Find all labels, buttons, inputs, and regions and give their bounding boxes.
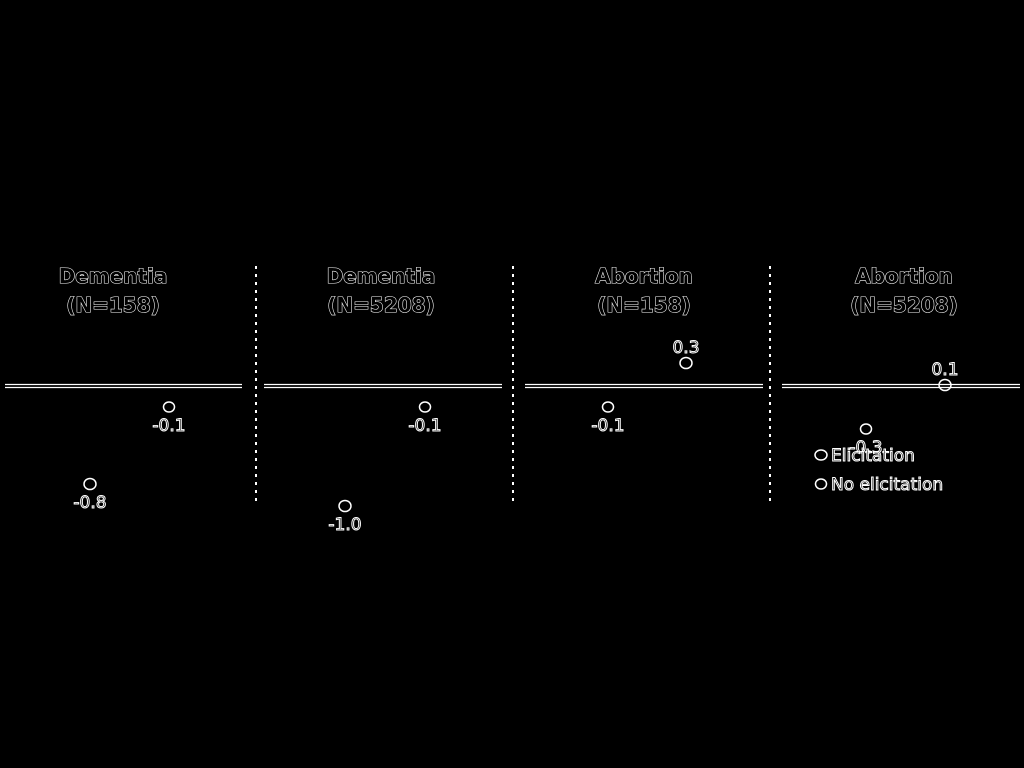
legend-label: Elicitation	[831, 446, 915, 466]
panel-title: Abortion	[595, 264, 693, 288]
legend-marker-elicitation	[814, 449, 828, 461]
point-elicitation	[601, 401, 615, 413]
panel-subtitle: (N=158)	[66, 293, 160, 317]
data-label: -0.1	[591, 416, 624, 436]
point-no-elicitation	[679, 356, 693, 370]
panel-title: Abortion	[855, 264, 953, 288]
data-label: -1.0	[328, 515, 361, 535]
point-no-elicitation	[938, 378, 952, 392]
panel-title: Dementia	[59, 264, 168, 288]
data-label: 0.1	[931, 360, 958, 380]
data-label: 0.3	[672, 338, 699, 358]
data-label: -0.1	[408, 416, 441, 436]
data-label: -0.1	[152, 416, 185, 436]
panel-subtitle: (N=5208)	[850, 293, 957, 317]
panel-subtitle: (N=5208)	[327, 293, 434, 317]
point-no-elicitation	[338, 499, 352, 513]
point-elicitation	[859, 423, 873, 435]
legend-label: No elicitation	[831, 475, 943, 495]
data-label: -0.3	[849, 438, 882, 458]
point-elicitation	[418, 401, 432, 413]
data-label: -0.8	[73, 493, 106, 513]
point-no-elicitation	[83, 477, 97, 491]
panel-title: Dementia	[327, 264, 436, 288]
panel-subtitle: (N=158)	[597, 293, 691, 317]
point-elicitation	[162, 401, 176, 413]
legend-marker-no-elicitation	[814, 478, 828, 490]
